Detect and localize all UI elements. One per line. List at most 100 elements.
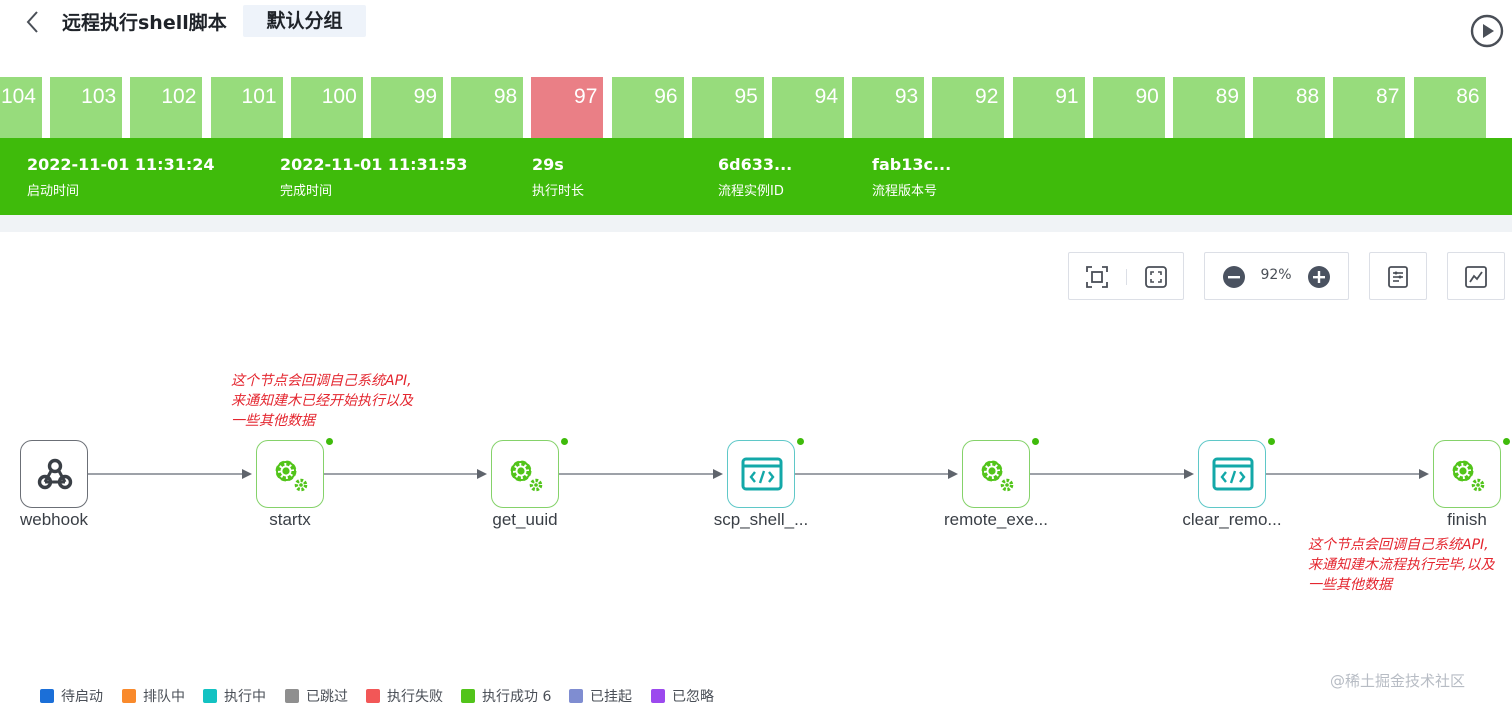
- pipeline-edges: [88, 469, 1429, 479]
- chevron-left-icon: [26, 11, 38, 33]
- build-tile[interactable]: 90: [1092, 77, 1165, 138]
- info-instance-id: 6d633... 流程实例ID: [718, 155, 792, 199]
- trend-button[interactable]: [1463, 264, 1489, 290]
- chart-toolbar: [1447, 252, 1505, 300]
- legend-swatch: [203, 689, 217, 703]
- legend-swatch: [285, 689, 299, 703]
- group-tag: 默认分组: [243, 5, 366, 37]
- legend-swatch: [569, 689, 583, 703]
- end-time-label: 完成时间: [280, 184, 333, 199]
- build-tile[interactable]: 91: [1012, 77, 1085, 138]
- zoom-in-button[interactable]: [1306, 264, 1332, 290]
- code-icon: [741, 457, 783, 491]
- node-status-dot: [1268, 438, 1275, 445]
- legend-item: 排队中: [122, 686, 185, 706]
- section-divider: [0, 215, 1512, 232]
- webhook-icon: [37, 458, 73, 490]
- back-button[interactable]: [20, 6, 48, 38]
- end-time-value: 2022-11-01 11:31:53: [280, 155, 468, 174]
- build-tile[interactable]: 93: [852, 77, 925, 138]
- pipeline-node[interactable]: [1433, 440, 1501, 508]
- gear-icon: [981, 460, 1014, 492]
- node-label: get_uuid: [492, 510, 558, 529]
- instance-id-label: 流程实例ID: [718, 184, 784, 199]
- edge-arrow: [1184, 469, 1194, 479]
- legend-item: 执行中: [203, 686, 266, 706]
- gear-icon: [275, 460, 308, 492]
- log-button[interactable]: [1385, 264, 1411, 290]
- node-status-dot: [326, 438, 333, 445]
- pipeline-graph: 这个节点会回调自己系统API, 来通知建木已经开始执行以及 一些其他数据 这个节…: [0, 330, 1512, 630]
- edge-arrow: [713, 469, 723, 479]
- gear-icon: [1452, 460, 1485, 492]
- build-tile[interactable]: 98: [451, 77, 524, 138]
- log-toolbar: [1369, 252, 1427, 300]
- legend-item: 待启动: [40, 686, 103, 706]
- fit-view-button[interactable]: [1084, 264, 1110, 290]
- edge-arrow: [242, 469, 252, 479]
- play-icon: [1470, 14, 1504, 48]
- pipeline-node[interactable]: [727, 440, 795, 508]
- edge-arrow: [1419, 469, 1429, 479]
- legend-item: 已跳过: [285, 686, 348, 706]
- build-tile[interactable]: 95: [691, 77, 764, 138]
- node-status-dot: [1032, 438, 1039, 445]
- version-value[interactable]: fab13c...: [872, 155, 952, 174]
- build-tile[interactable]: 86: [1413, 77, 1486, 138]
- version-label: 流程版本号: [872, 184, 938, 199]
- finish-node-note: 这个节点会回调自己系统API, 来通知建木流程执行完毕,以及 一些其他数据: [1308, 537, 1495, 593]
- instance-id-value[interactable]: 6d633...: [718, 155, 793, 174]
- code-icon: [1212, 457, 1254, 491]
- execution-info-band: 2022-11-01 11:31:24 启动时间 2022-11-01 11:3…: [0, 138, 1512, 215]
- build-tile[interactable]: 94: [772, 77, 844, 138]
- plus-circle-icon: [1308, 266, 1330, 288]
- node-label: scp_shell_...: [713, 510, 809, 529]
- info-start-time: 2022-11-01 11:31:24 启动时间: [27, 155, 215, 199]
- pipeline-node[interactable]: [256, 440, 324, 508]
- build-tile[interactable]: 102: [130, 77, 203, 138]
- log-list-icon: [1388, 266, 1408, 288]
- legend-swatch: [461, 689, 475, 703]
- page-title: 远程执行shell脚本: [62, 12, 227, 34]
- watermark: @稀土掘金技术社区: [1330, 672, 1466, 690]
- fullscreen-icon: [1145, 266, 1167, 288]
- minus-circle-icon: [1223, 266, 1245, 288]
- legend-label: 已挂起: [590, 689, 632, 705]
- pipeline-node[interactable]: [1198, 440, 1266, 508]
- pipeline-node[interactable]: [20, 440, 88, 508]
- fit-view-icon: [1086, 266, 1108, 288]
- duration-label: 执行时长: [532, 184, 585, 199]
- run-button[interactable]: [1470, 14, 1504, 48]
- legend-swatch: [651, 689, 665, 703]
- info-version: fab13c... 流程版本号: [872, 155, 951, 199]
- legend-label: 执行成功 6: [482, 689, 552, 705]
- build-tile[interactable]: 99: [371, 77, 443, 138]
- zoom-toolbar: 92%: [1204, 252, 1349, 300]
- build-tile[interactable]: 88: [1253, 77, 1326, 138]
- pipeline-node[interactable]: [962, 440, 1030, 508]
- pipeline-node[interactable]: [491, 440, 559, 508]
- build-tile[interactable]: 100: [290, 77, 363, 138]
- legend-swatch: [366, 689, 380, 703]
- build-tile[interactable]: 97: [531, 77, 604, 138]
- build-tile[interactable]: 96: [611, 77, 684, 138]
- legend-label: 已忽略: [672, 689, 714, 705]
- build-tile[interactable]: 104: [0, 77, 42, 138]
- node-label: remote_exe...: [944, 510, 1048, 529]
- zoom-out-button[interactable]: [1221, 264, 1247, 290]
- build-tile[interactable]: 92: [932, 77, 1005, 138]
- legend-item: 执行失败: [366, 686, 443, 706]
- fullscreen-button[interactable]: [1143, 264, 1169, 290]
- build-tile[interactable]: 103: [50, 77, 123, 138]
- zoom-level: 92%: [1260, 267, 1292, 283]
- legend-item: 已忽略: [651, 686, 714, 706]
- build-tile[interactable]: 89: [1173, 77, 1245, 138]
- start-time-value: 2022-11-01 11:31:24: [27, 155, 215, 174]
- start-time-label: 启动时间: [27, 184, 80, 199]
- build-tile[interactable]: 101: [210, 77, 283, 138]
- node-status-dot: [1503, 438, 1510, 445]
- build-tile[interactable]: 87: [1333, 77, 1406, 138]
- legend-label: 已跳过: [306, 689, 348, 705]
- legend-label: 执行中: [224, 689, 266, 705]
- node-status-dot: [797, 438, 804, 445]
